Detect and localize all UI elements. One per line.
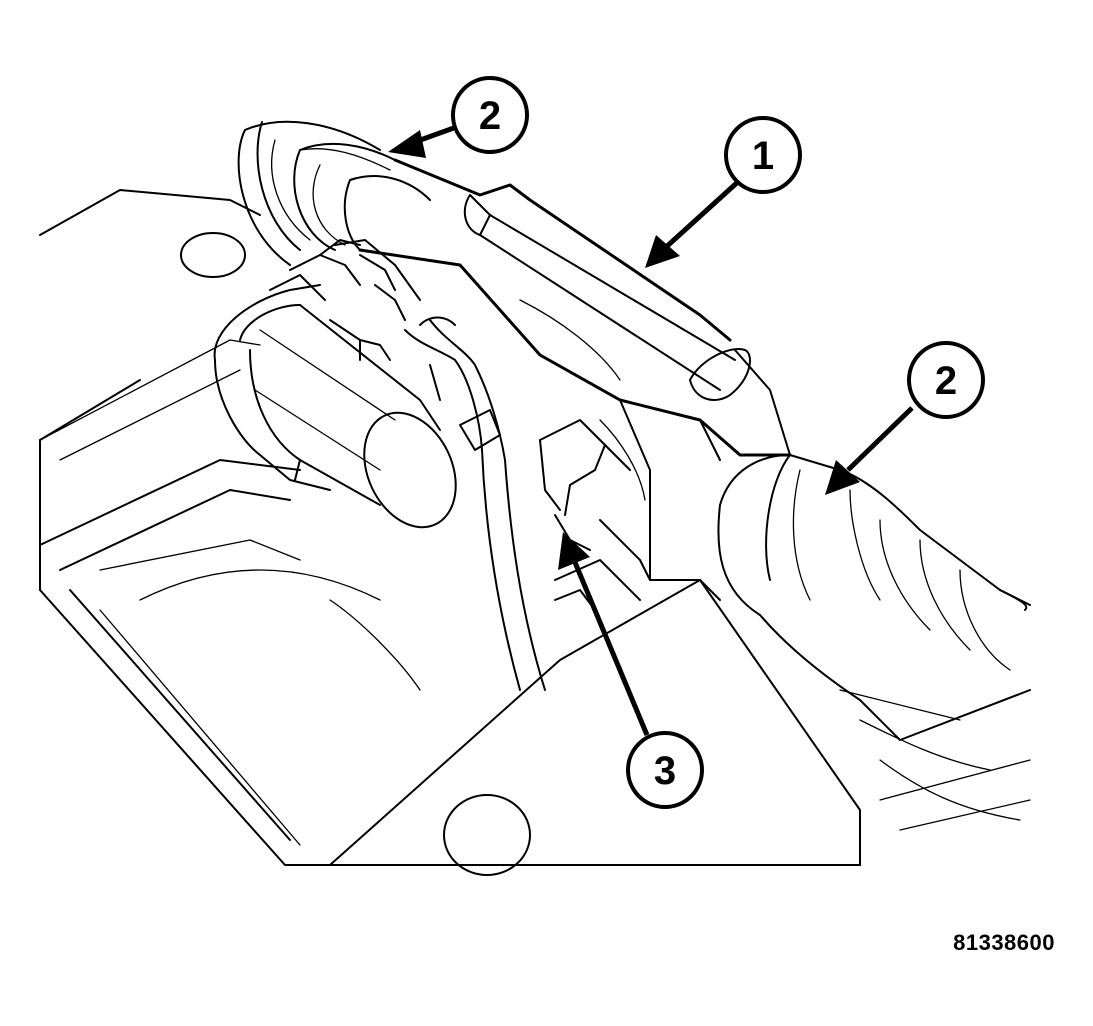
upper-hose <box>237 120 391 266</box>
hose-clamp-upper <box>293 142 431 251</box>
callout-2-upper-label: 2 <box>479 94 501 138</box>
callout-2-upper: 2 <box>451 76 529 154</box>
callout-2-lower: 2 <box>907 341 985 419</box>
figure-id: 81338600 <box>953 930 1055 955</box>
lower-hose <box>717 454 1031 831</box>
callout-3: 3 <box>626 731 704 809</box>
mounting-hole-lower <box>443 794 531 876</box>
tube-assembly <box>358 158 792 601</box>
callout-1-label: 1 <box>752 134 774 178</box>
callout-3-label: 3 <box>654 749 676 793</box>
callout-1: 1 <box>724 116 802 194</box>
retaining-clip <box>539 419 651 611</box>
callout-2-lower-label: 2 <box>935 359 957 403</box>
wire-harness <box>404 316 546 691</box>
sensor-body <box>213 239 457 529</box>
mounting-plate <box>39 189 861 866</box>
callout-arrows <box>388 122 914 736</box>
mounting-hole-upper <box>180 232 246 278</box>
